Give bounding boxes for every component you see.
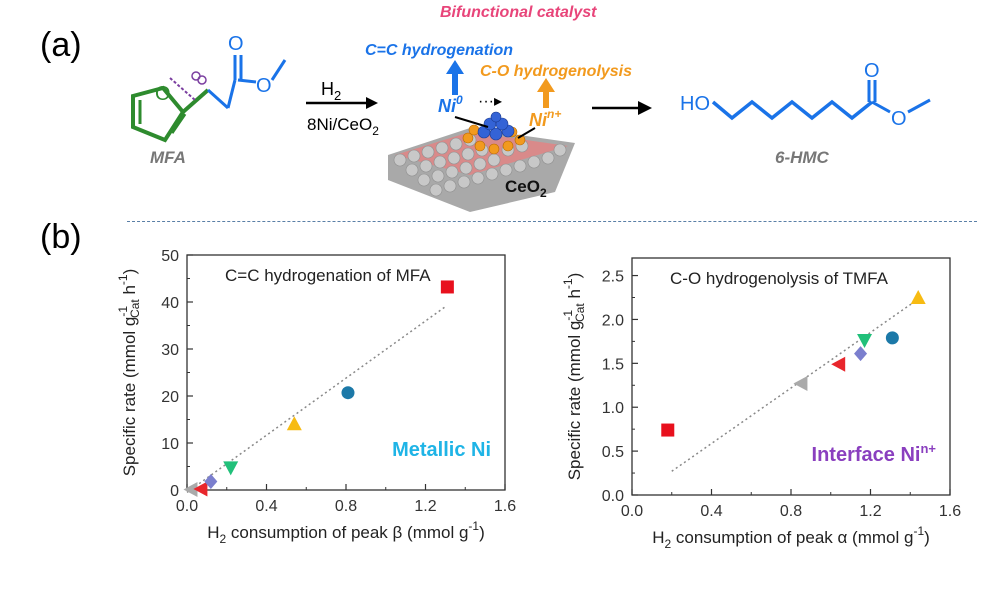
product-label: 6-HMC bbox=[775, 148, 830, 167]
reaction-scheme: O O O MFA H2 8Ni/CeO2 Bifunctional catal… bbox=[131, 4, 931, 212]
y-axis-label: Specific rate (mmol g-1Cat h-1) bbox=[561, 273, 587, 481]
svg-text:8Ni/CeO2: 8Ni/CeO2 bbox=[307, 115, 379, 138]
fit-line bbox=[186, 306, 446, 493]
x-tick-label: 0.0 bbox=[621, 503, 643, 520]
x-tick-label: 0.8 bbox=[780, 503, 802, 520]
data-point-triangle-up bbox=[286, 416, 302, 431]
dotted-arrow: ···▸ bbox=[478, 93, 502, 110]
y-tick-label: 20 bbox=[161, 389, 179, 406]
reaction-arrow-2 bbox=[592, 101, 652, 115]
mfa-carbonyl-o: O bbox=[228, 33, 244, 55]
chart-co-hydrogenolysis: 0.0 0.4 0.8 1.2 1.6 0.0 0.5 1.0 1.5 2.0 2.5 C-O hyd… bbox=[561, 257, 961, 551]
catalyst-name: 8Ni/CeO bbox=[307, 115, 372, 134]
product-structure: HO O O 6-HMC bbox=[680, 60, 931, 167]
x-axis-label: H2 consumption of peak β (mmol g-1) bbox=[207, 519, 485, 546]
y-tick-label: 10 bbox=[161, 436, 179, 453]
catalyst-illustration: Bifunctional catalyst C=C hydrogenation … bbox=[365, 4, 632, 212]
cc-hydrogenation-label: C=C hydrogenation bbox=[365, 42, 513, 59]
ni0-label: Ni bbox=[438, 96, 457, 116]
data-point-square bbox=[440, 280, 454, 294]
svg-text:Nin+: Nin+ bbox=[529, 107, 561, 130]
y-tick-label: 1.5 bbox=[602, 356, 624, 373]
x-tick-label: 1.2 bbox=[859, 503, 881, 520]
product-ester-o: O bbox=[891, 108, 907, 130]
y-tick-label: 0 bbox=[170, 483, 179, 500]
fit-line bbox=[671, 301, 915, 472]
panel-divider bbox=[127, 221, 977, 222]
data-point-triangle-down bbox=[223, 461, 239, 476]
data-point-triangle-left bbox=[831, 356, 846, 372]
panel-label-a: (a) bbox=[40, 26, 82, 64]
x-tick-label: 0.8 bbox=[335, 498, 357, 515]
data-point-triangle-down bbox=[857, 334, 873, 349]
chart-title: C-O hydrogenolysis of TMFA bbox=[670, 269, 889, 288]
x-tick-label: 1.6 bbox=[494, 498, 516, 515]
y-tick-label: 2.5 bbox=[602, 269, 624, 286]
cleavage-line bbox=[169, 77, 196, 101]
mfa-oxygen-label: O bbox=[155, 83, 171, 105]
bifunctional-label: Bifunctional catalyst bbox=[440, 4, 597, 21]
data-point-triangle-left bbox=[183, 482, 198, 498]
product-ho: HO bbox=[680, 93, 710, 115]
data-point-diamond bbox=[204, 474, 218, 490]
x-tick-label: 0.0 bbox=[176, 498, 198, 515]
y-tick-label: 0.0 bbox=[602, 488, 624, 505]
data-point-circle bbox=[341, 386, 355, 400]
x-tick-label: 0.4 bbox=[700, 503, 722, 520]
data-point-square bbox=[661, 423, 675, 437]
mfa-ester-o: O bbox=[256, 75, 272, 97]
data-point-triangle-left bbox=[193, 481, 208, 497]
y-tick-label: 50 bbox=[161, 248, 179, 265]
y-tick-label: 0.5 bbox=[602, 444, 624, 461]
x-tick-label: 0.4 bbox=[255, 498, 277, 515]
y-tick-label: 2.0 bbox=[602, 312, 624, 329]
mfa-structure: O O O MFA bbox=[131, 33, 287, 167]
nin-label: Ni bbox=[529, 110, 548, 130]
y-tick-label: 40 bbox=[161, 295, 179, 312]
svg-text:H2: H2 bbox=[321, 79, 341, 103]
y-axis-label: Specific rate (mmol g-1Cat h-1) bbox=[116, 269, 142, 477]
y-tick-label: 1.0 bbox=[602, 400, 624, 417]
chart-cc-hydrogenation: 0.0 0.4 0.8 1.2 1.6 0 10 20 30 40 50C=C hydrogenat… bbox=[116, 248, 516, 546]
x-tick-label: 1.6 bbox=[939, 503, 961, 520]
panel-label-b: (b) bbox=[40, 218, 82, 256]
chart-title: C=C hydrogenation of MFA bbox=[225, 266, 431, 285]
y-tick-label: 30 bbox=[161, 342, 179, 359]
product-carbonyl-o: O bbox=[864, 60, 880, 82]
chart-annotation: Interface Nin+ bbox=[812, 441, 937, 466]
data-point-circle bbox=[885, 331, 899, 345]
data-point-triangle-left bbox=[793, 376, 808, 392]
data-point-triangle-up bbox=[910, 290, 926, 304]
reagent-h2: H bbox=[321, 79, 334, 99]
data-point-diamond bbox=[854, 346, 868, 362]
chart-annotation: Metallic Ni bbox=[392, 439, 491, 461]
svg-text:CeO2: CeO2 bbox=[505, 177, 547, 200]
x-axis-label: H2 consumption of peak α (mmol g-1) bbox=[652, 524, 930, 551]
support-label: CeO bbox=[505, 177, 540, 196]
reaction-arrow-1: H2 8Ni/CeO2 bbox=[306, 79, 379, 138]
co-hydrogenolysis-label: C-O hydrogenolysis bbox=[480, 63, 632, 80]
svg-text:Ni0: Ni0 bbox=[438, 93, 463, 116]
reactant-label: MFA bbox=[150, 148, 186, 167]
x-tick-label: 1.2 bbox=[414, 498, 436, 515]
